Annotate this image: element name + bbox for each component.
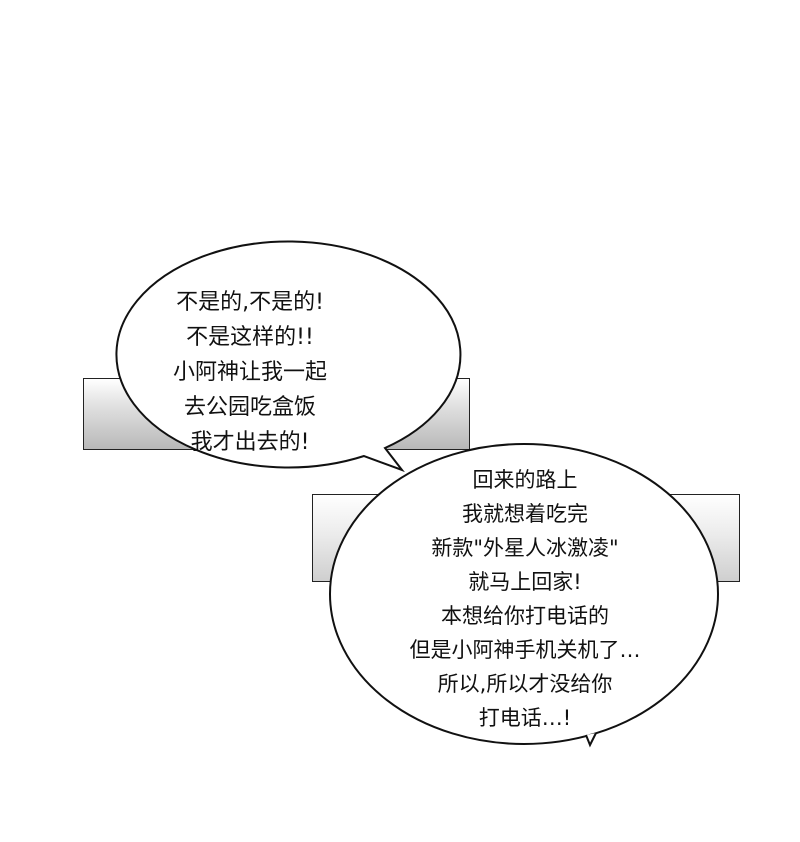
speech-bubble-left: [115, 240, 462, 473]
speech-bubble-right-text: 回来的路上 我就想着吃完 新款"外星人冰激凌" 就马上回家! 本想给你打电话的 …: [350, 463, 700, 735]
dialogue-line: 所以,所以才没给你: [437, 672, 613, 696]
dialogue-line: 不是这样的!!: [186, 325, 314, 350]
dialogue-line: 去公园吃盒饭: [183, 395, 316, 420]
dialogue-line: 回来的路上: [472, 468, 578, 492]
dialogue-line: 就马上回家!: [468, 570, 582, 594]
dialogue-line: 本想给你打电话的: [441, 604, 609, 628]
dialogue-line: 新款"外星人冰激凌": [431, 536, 619, 560]
speech-bubble-left-text: 不是的,不是的! 不是这样的!! 小阿神让我一起 去公园吃盒饭 我才出去的!: [120, 285, 380, 460]
dialogue-line: 小阿神让我一起: [172, 360, 327, 385]
speech-bubble-right: [329, 443, 719, 748]
dialogue-line: 打电话…!: [478, 706, 572, 730]
dialogue-line: 不是的,不是的!: [176, 290, 324, 315]
dialogue-line: 我就想着吃完: [462, 502, 588, 526]
dialogue-line: 我才出去的!: [190, 430, 310, 455]
dialogue-line: 但是小阿神手机关机了…: [409, 638, 641, 662]
